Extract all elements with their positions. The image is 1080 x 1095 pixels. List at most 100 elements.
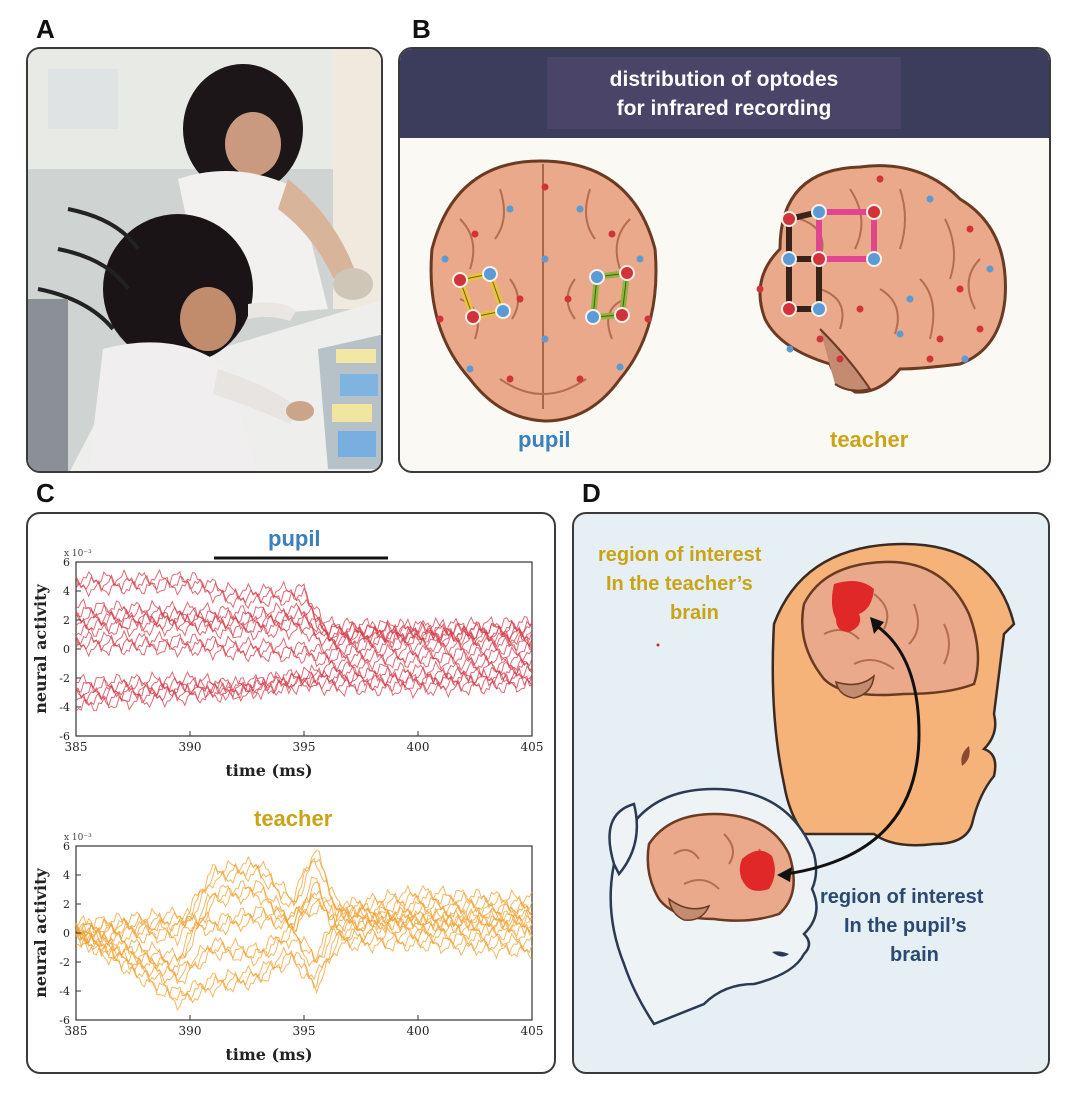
y-tick-label: 2 xyxy=(63,898,70,911)
optode-source xyxy=(781,211,797,227)
optode-source xyxy=(506,375,514,383)
optode-source xyxy=(516,295,524,303)
y-tick-label: -2 xyxy=(59,672,70,685)
optode-source xyxy=(976,325,984,333)
optode-detector xyxy=(495,303,511,319)
trace-line xyxy=(75,674,533,712)
arrow-head-top xyxy=(870,617,884,634)
optode-source xyxy=(966,225,974,233)
optode-source xyxy=(876,175,884,183)
y-tick-label: 0 xyxy=(63,643,70,656)
y-multiplier: x 10⁻³ xyxy=(64,549,92,559)
x-tick-label: 400 xyxy=(407,1024,430,1038)
optode-source xyxy=(936,335,944,343)
y-tick-label: 4 xyxy=(63,869,70,882)
y-tick-label: -2 xyxy=(59,956,70,969)
pupil-head-icon xyxy=(608,787,818,1026)
trace-line xyxy=(75,849,533,936)
trace-line xyxy=(75,629,533,665)
y-tick-label: -4 xyxy=(59,985,70,998)
optode-source xyxy=(816,335,824,343)
optode-detector xyxy=(541,255,549,263)
trace-line xyxy=(75,618,533,656)
optode-source xyxy=(836,355,844,363)
teacher-brain-icon xyxy=(758,164,1007,394)
y-tick-label: 6 xyxy=(63,840,70,853)
optode-detector xyxy=(541,335,549,343)
trace-line xyxy=(75,904,533,941)
x-tick-label: 405 xyxy=(521,1024,544,1038)
classroom-photo xyxy=(28,49,381,471)
trace-line xyxy=(75,568,533,639)
trace-line xyxy=(75,924,533,1002)
optode-detector xyxy=(589,269,605,285)
trace-line xyxy=(75,610,533,648)
optode-source xyxy=(926,355,934,363)
optode-source xyxy=(811,251,827,267)
arrow-head-bottom xyxy=(777,867,792,882)
photo-panel xyxy=(26,47,383,473)
y-tick-label: -6 xyxy=(59,1014,70,1027)
y-multiplier: x 10⁻³ xyxy=(64,833,92,843)
optode-source xyxy=(608,230,616,238)
teacher-roi-line1: region of interest xyxy=(598,544,762,566)
x-tick-label: 400 xyxy=(407,740,430,754)
teacher-chart-title: teacher xyxy=(254,806,333,831)
teacher-roi-line3: brain xyxy=(670,602,719,624)
optode-source xyxy=(956,285,964,293)
trace-line xyxy=(75,858,533,940)
teacher-head-icon xyxy=(771,542,1016,847)
optode-detector xyxy=(781,251,797,267)
x-tick-label: 395 xyxy=(293,1024,316,1038)
optode-source xyxy=(541,183,549,191)
connection-arrow xyxy=(785,622,921,876)
x-axis-label: time (ms) xyxy=(225,1045,312,1064)
x-tick-label: 390 xyxy=(179,740,202,754)
pupil-chart-title: pupil xyxy=(268,526,321,551)
optode-dots xyxy=(436,175,994,383)
optode-detector xyxy=(786,345,794,353)
trace-line xyxy=(75,598,533,635)
y-axis-label: neural activity xyxy=(31,584,50,714)
optode-detector xyxy=(866,251,882,267)
optode-source xyxy=(619,265,635,281)
pupil-roi-line3: brain xyxy=(890,944,939,966)
y-tick-label: 0 xyxy=(63,927,70,940)
pupil-brain-icon xyxy=(429,159,658,423)
optode-source xyxy=(756,285,764,293)
teacher-label: teacher xyxy=(830,427,909,452)
x-axis-label: time (ms) xyxy=(225,761,312,780)
optode-detector xyxy=(811,301,827,317)
optode-title-line2: for infrared recording xyxy=(616,97,832,120)
optode-source xyxy=(465,309,481,325)
panel-label-c: C xyxy=(36,478,55,508)
trace-line xyxy=(75,603,533,641)
optode-header: distribution of optodes for infrared rec… xyxy=(400,49,1049,138)
trace-line xyxy=(75,924,533,997)
y-tick-label: -4 xyxy=(59,701,70,714)
y-axis-label: neural activity xyxy=(31,868,50,998)
trace-line xyxy=(75,919,533,985)
optode-source xyxy=(856,305,864,313)
optode-source xyxy=(644,315,652,323)
optode-source xyxy=(452,272,468,288)
panel-label-a: A xyxy=(36,14,55,44)
panel-label-d: D xyxy=(582,478,601,508)
optode-detector xyxy=(585,309,601,325)
trace-line xyxy=(75,670,533,707)
roi-illustration xyxy=(608,542,1016,1026)
optode-detector xyxy=(896,330,904,338)
x-tick-label: 395 xyxy=(293,740,316,754)
x-tick-label: 385 xyxy=(65,1024,88,1038)
pupil-roi-line1: region of interest xyxy=(820,886,984,908)
optode-source xyxy=(471,230,479,238)
optode-source xyxy=(866,204,882,220)
optode-detector xyxy=(926,195,934,203)
optode-detector xyxy=(466,365,474,373)
optode-source xyxy=(576,375,584,383)
optode-detector xyxy=(986,265,994,273)
